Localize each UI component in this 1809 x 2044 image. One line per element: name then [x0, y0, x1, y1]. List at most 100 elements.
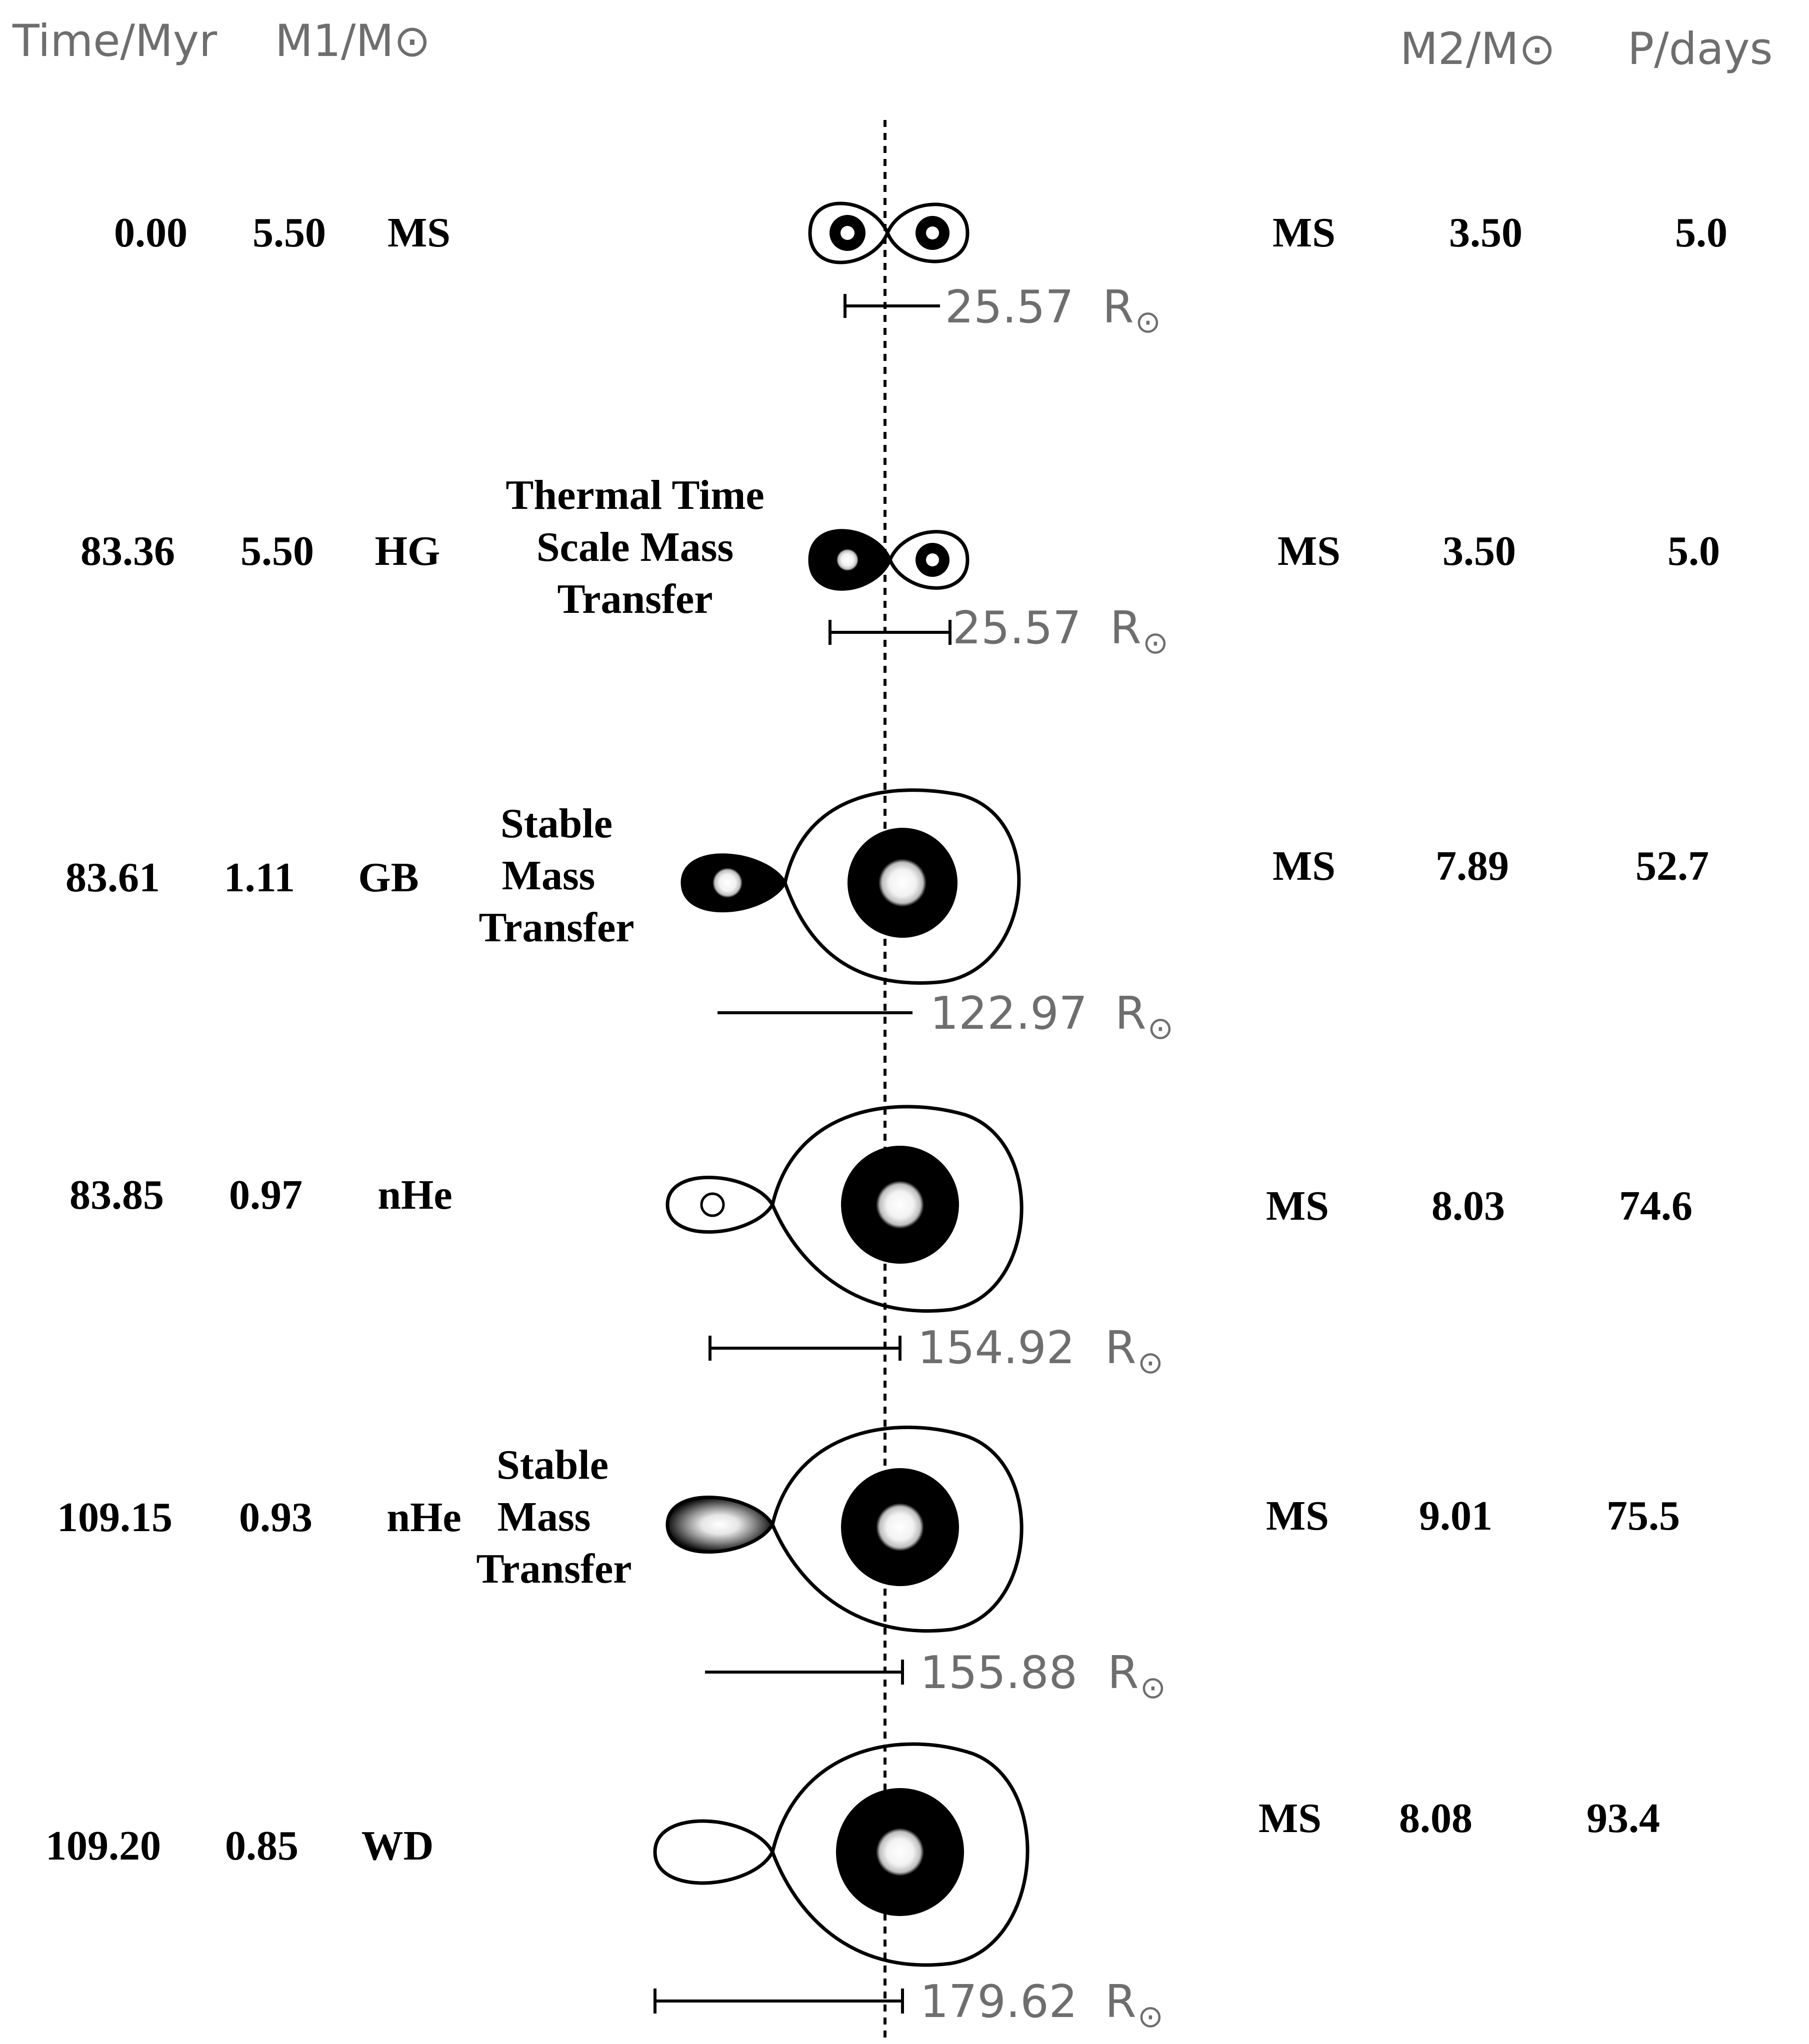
separation-unit-subscript: ⊙ [1135, 303, 1161, 340]
secondary-roche-lobe [888, 530, 970, 590]
primary-type: HG [375, 528, 440, 574]
binary-system-figure [680, 788, 1021, 985]
primary-type: nHe [386, 1494, 461, 1541]
primary-type: GB [358, 854, 418, 901]
separation-unit: R [1105, 1322, 1136, 1374]
stage-row-2: 83.36 5.50 HG Thermal Time Scale Mass Tr… [80, 472, 1720, 661]
secondary-type: MS [1266, 1493, 1329, 1539]
secondary-mass: 8.03 [1432, 1183, 1505, 1229]
binary-system-figure [808, 529, 970, 591]
secondary-roche-lobe [783, 788, 1021, 985]
separation-value: 179.62 [920, 1976, 1078, 2028]
separation-unit: R [1115, 987, 1146, 1040]
secondary-roche-lobe [770, 1742, 1030, 1967]
stage-time: 83.36 [80, 528, 175, 574]
stage-time: 83.85 [70, 1172, 164, 1218]
orbital-period: 5.0 [1668, 528, 1720, 574]
secondary-mass: 3.50 [1449, 209, 1522, 256]
secondary-roche-lobe [770, 1105, 1024, 1313]
separation-scale: 154.92 R ⊙ [708, 1322, 1164, 1381]
secondary-star-core [926, 553, 939, 566]
header-m1: M1/M⊙ [275, 15, 430, 66]
separation-unit-subscript: ⊙ [1140, 1669, 1166, 1706]
separation-unit: R [1108, 1647, 1139, 1699]
primary-star-core [836, 549, 858, 571]
separation-value: 25.57 [952, 602, 1082, 654]
annotation-line: Stable [500, 800, 612, 847]
secondary-type: MS [1278, 528, 1340, 574]
secondary-mass: 9.01 [1419, 1493, 1492, 1539]
secondary-type: MS [1272, 843, 1336, 889]
secondary-type: MS [1258, 1795, 1322, 1842]
secondary-star-core [926, 226, 939, 239]
stage-annotation: Thermal Time Scale Mass Transfer [506, 472, 764, 622]
binary-system-figure [666, 1425, 1024, 1633]
annotation-line: Transfer [557, 576, 712, 622]
primary-roche-lobe-filled [666, 1495, 775, 1554]
header-m2: M2/M⊙ [1400, 23, 1556, 74]
secondary-mass: 7.89 [1436, 843, 1509, 889]
stage-row-3: 83.61 1.11 GB Stable Mass Transfer 122.9… [66, 788, 1709, 1046]
primary-roche-lobe [653, 1819, 774, 1885]
secondary-star-core [876, 1181, 924, 1229]
separation-unit-subscript: ⊙ [1148, 1010, 1174, 1046]
primary-mass: 0.93 [239, 1494, 312, 1541]
secondary-type: MS [1272, 209, 1336, 256]
stage-time: 109.15 [57, 1494, 172, 1541]
stage-annotation: Stable Mass Transfer [478, 800, 634, 951]
primary-star-core [840, 226, 854, 240]
primary-roche-lobe [666, 1175, 775, 1234]
orbital-period: 74.6 [1619, 1183, 1692, 1229]
annotation-line: Scale Mass [536, 524, 734, 570]
annotation-line: Transfer [478, 904, 634, 951]
separation-scale: 122.97 R ⊙ [718, 987, 1174, 1046]
stage-row-1: 0.00 5.50 MS 25.57 R ⊙ MS 3.50 5.0 [114, 201, 1728, 340]
separation-scale: 25.57 R ⊙ [828, 602, 1168, 661]
stage-annotation: Stable Mass Transfer [476, 1442, 632, 1592]
primary-mass: 5.50 [252, 209, 326, 256]
orbital-period: 5.0 [1675, 209, 1728, 256]
annotation-line: Transfer [476, 1546, 632, 1592]
secondary-star-core [878, 859, 926, 907]
primary-star-core [712, 868, 742, 898]
separation-unit-subscript: ⊙ [1138, 1998, 1164, 2035]
column-headers: Time/Myr M1/M⊙ M2/M⊙ P/days [12, 15, 1772, 74]
stage-time: 109.20 [46, 1823, 161, 1869]
separation-value: 155.88 [920, 1647, 1078, 1699]
primary-type: MS [388, 209, 450, 256]
annotation-line: Mass [502, 852, 596, 899]
binary-system-figure [666, 1105, 1024, 1313]
stage-time: 83.61 [66, 854, 160, 901]
secondary-type: MS [1266, 1183, 1329, 1229]
separation-value: 154.92 [918, 1322, 1075, 1374]
separation-unit-subscript: ⊙ [1138, 1344, 1164, 1381]
annotation-line: Mass [498, 1494, 591, 1540]
separation-value: 122.97 [930, 987, 1088, 1040]
header-period: P/days [1628, 23, 1772, 74]
primary-mass: 0.97 [229, 1172, 302, 1218]
secondary-star-core [876, 1828, 924, 1876]
separation-scale: 155.88 R ⊙ [705, 1647, 1166, 1706]
primary-type: nHe [378, 1172, 452, 1218]
stage-time: 0.00 [114, 209, 188, 256]
separation-scale: 179.62 R ⊙ [654, 1976, 1164, 2035]
separation-value: 25.57 [945, 281, 1074, 333]
separation-unit: R [1110, 602, 1142, 654]
roche-lobe-outline [808, 201, 970, 264]
stage-row-4: 83.85 0.97 nHe 154.92 R ⊙ MS 8.03 74.6 [70, 1105, 1692, 1381]
binary-system-figure [653, 1742, 1030, 1967]
orbital-period: 75.5 [1606, 1493, 1680, 1539]
secondary-mass: 8.08 [1399, 1795, 1472, 1842]
separation-scale: 25.57 R ⊙ [844, 281, 1161, 340]
header-time: Time/Myr [12, 15, 218, 66]
primary-star [700, 1192, 725, 1217]
primary-type: WD [362, 1823, 434, 1869]
primary-mass: 0.85 [225, 1823, 298, 1869]
stage-row-5: 109.15 0.93 nHe Stable Mass Transfer 155… [57, 1425, 1680, 1706]
annotation-line: Stable [496, 1442, 608, 1488]
separation-unit: R [1105, 1976, 1136, 2028]
primary-mass: 1.11 [224, 854, 295, 901]
orbital-period: 52.7 [1636, 843, 1709, 889]
primary-mass: 5.50 [240, 528, 314, 574]
